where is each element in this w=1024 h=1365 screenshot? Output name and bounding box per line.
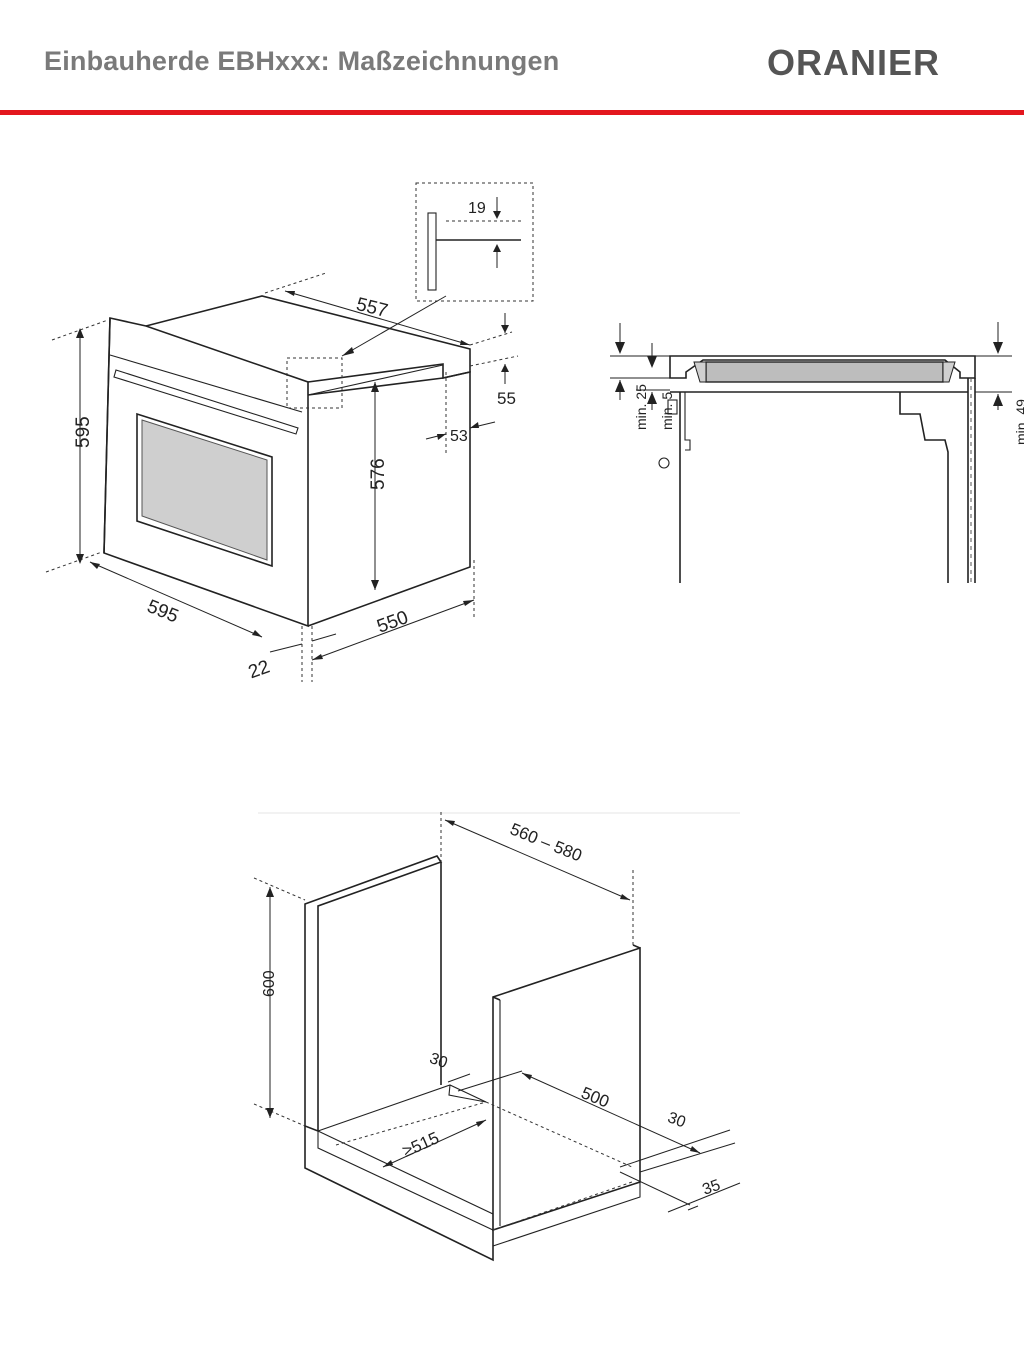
hob-section-drawing: min. 25 min. 5 min. 49 [610, 322, 1024, 583]
label-min49: min. 49 [1013, 399, 1024, 445]
dim-550: 550 [374, 607, 411, 638]
oven-handle [113, 369, 299, 435]
dim-min-515: ≥515 [400, 1128, 442, 1161]
oven-window [136, 412, 273, 568]
oven-profile [899, 392, 949, 583]
worktop [669, 355, 976, 379]
oven-side [307, 371, 471, 627]
dim-576: 576 [368, 458, 389, 490]
oven-dimension-drawing: 19 557 595 595 576 550 22 5 [45, 182, 534, 683]
oven-top [145, 295, 471, 383]
label-min25: min. 25 [633, 384, 649, 430]
dim-53: 53 [450, 428, 468, 445]
oranier-logo: ORANIER [767, 42, 941, 83]
label-min5: min. 5 [659, 392, 675, 430]
dim-560-580: 560 – 580 [507, 819, 584, 865]
page-header: Einbauherde EBHxxx: Maßzeichnungen ORANI… [0, 0, 1024, 116]
detail-box [415, 182, 534, 302]
dim-595-width: 595 [144, 596, 181, 627]
cabinet-base [304, 1126, 494, 1262]
dim-600: 600 [261, 970, 278, 997]
cabinet-left-panel [304, 855, 443, 1133]
dim-30-left: 30 [427, 1050, 450, 1072]
dim-557: 557 [354, 294, 390, 322]
dim-30-right: 30 [665, 1109, 688, 1131]
cabinet-niche-drawing: 560 – 580 600 30 500 ≥515 30 35 [253, 812, 741, 1262]
dim-19: 19 [468, 200, 486, 217]
page-title: Einbauherde EBHxxx: Maßzeichnungen [44, 46, 560, 76]
detail-profile [427, 212, 437, 291]
cabinet-right-panel [492, 946, 641, 1232]
dim-595-height: 595 [73, 416, 94, 448]
dim-22: 22 [246, 656, 273, 683]
dim-35: 35 [700, 1177, 723, 1199]
header-divider [0, 110, 1024, 115]
detail-marker [286, 357, 343, 409]
hob-glass [705, 361, 944, 383]
dim-500: 500 [578, 1083, 611, 1111]
dim-55: 55 [497, 389, 516, 408]
